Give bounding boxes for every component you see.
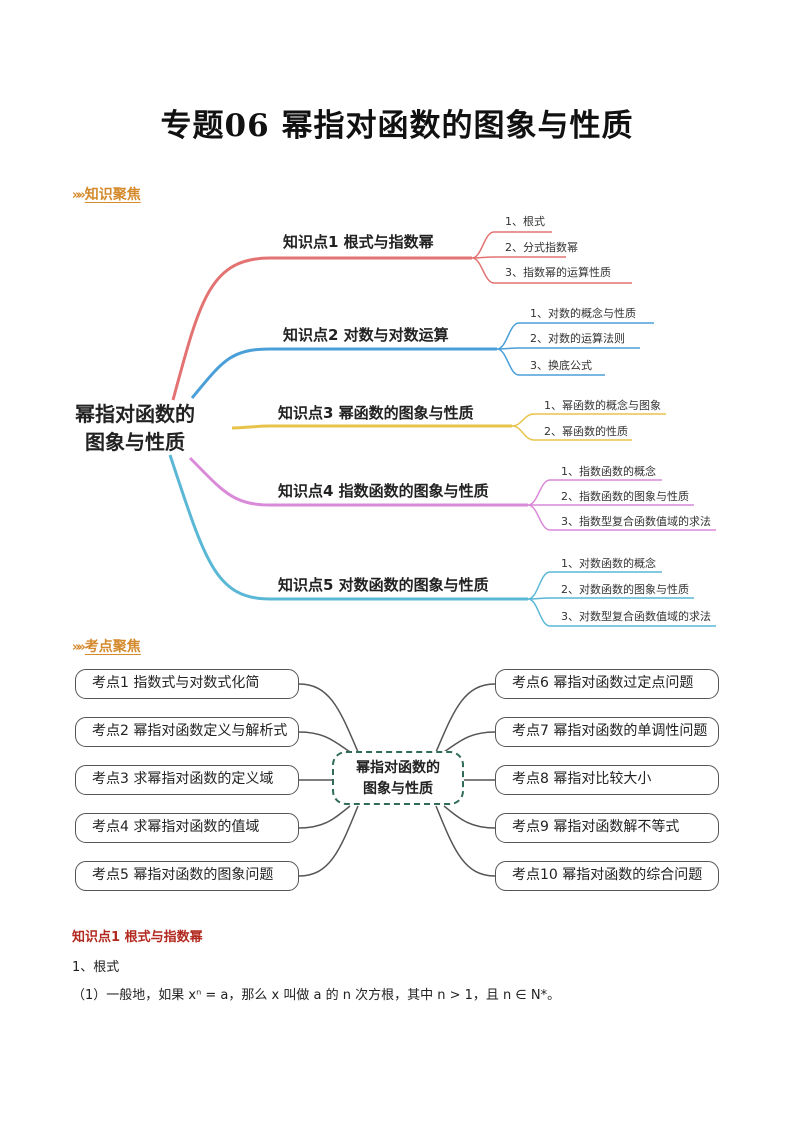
- leaf-5-3: 3、对数型复合函数值域的求法: [561, 610, 711, 623]
- leaf-3-1: 1、幂函数的概念与图象: [544, 399, 661, 412]
- knowledge-point-4: 知识点4 指数函数的图象与性质: [278, 482, 489, 500]
- branch3-curve: [231, 424, 512, 430]
- leaf-2-2: 2、对数的运算法则: [530, 332, 625, 345]
- kaodian-box-2: 考点2 幂指对函数定义与解析式: [75, 717, 299, 747]
- kaodian-box-7: 考点7 幂指对函数的单调性问题: [495, 717, 719, 747]
- leaf-1-3: 3、指数幂的运算性质: [505, 266, 611, 279]
- leaf-5-1: 1、对数函数的概念: [561, 557, 656, 570]
- branch4-curve: [188, 456, 528, 507]
- kaodian-box-10: 考点10 幂指对函数的综合问题: [495, 861, 719, 891]
- branch2-fork: [496, 322, 654, 376]
- leaf-4-3: 3、指数型复合函数值域的求法: [561, 515, 711, 528]
- section-header-kaodian: »»考点聚焦: [72, 639, 141, 655]
- leaf-2-1: 1、对数的概念与性质: [530, 307, 636, 320]
- branch5-fork: [527, 571, 716, 627]
- branch1-curve: [171, 256, 472, 401]
- branch3-fork: [511, 413, 666, 441]
- kaodian-connectors: [298, 683, 496, 877]
- leaf-4-1: 1、指数函数的概念: [561, 465, 656, 478]
- content-heading: 知识点1 根式与指数幂: [72, 930, 203, 945]
- kaodian-box-8: 考点8 幂指对比较大小: [495, 765, 719, 795]
- branch4-fork: [527, 479, 716, 531]
- content-line-1: 1、根式: [72, 960, 120, 975]
- kaodian-box-9: 考点9 幂指对函数解不等式: [495, 813, 719, 843]
- kaodian-box-6: 考点6 幂指对函数过定点问题: [495, 669, 719, 699]
- content-line-2: （1）一般地，如果 xⁿ = a，那么 x 叫做 a 的 n 次方根，其中 n …: [72, 988, 561, 1003]
- knowledge-point-1: 知识点1 根式与指数幂: [283, 233, 434, 251]
- branch2-curve: [190, 347, 497, 399]
- mindmap-root: 幂指对函数的 图象与性质: [75, 402, 195, 454]
- leaf-3-2: 2、幂函数的性质: [544, 425, 628, 438]
- leaf-5-2: 2、对数函数的图象与性质: [561, 583, 689, 596]
- knowledge-point-2: 知识点2 对数与对数运算: [283, 326, 449, 344]
- leaf-2-3: 3、换底公式: [530, 359, 592, 372]
- kaodian-box-1: 考点1 指数式与对数式化简: [75, 669, 299, 699]
- kaodian-center: 幂指对函数的 图象与性质: [332, 751, 464, 805]
- double-chevron-icon: »»: [72, 188, 86, 203]
- knowledge-point-3: 知识点3 幂函数的图象与性质: [278, 404, 474, 422]
- leaf-1-1: 1、根式: [505, 215, 545, 228]
- branch5-curve: [168, 454, 528, 601]
- kaodian-box-5: 考点5 幂指对函数的图象问题: [75, 861, 299, 891]
- section-header-knowledge: »»知识聚焦: [72, 187, 141, 203]
- knowledge-point-5: 知识点5 对数函数的图象与性质: [278, 576, 489, 594]
- kaodian-box-4: 考点4 求幂指对函数的值域: [75, 813, 299, 843]
- leaf-1-2: 2、分式指数幂: [505, 241, 578, 254]
- leaf-4-2: 2、指数函数的图象与性质: [561, 490, 689, 503]
- branch1-fork: [471, 231, 632, 284]
- kaodian-box-3: 考点3 求幂指对函数的定义域: [75, 765, 299, 795]
- double-chevron-icon: »»: [72, 640, 86, 655]
- page-title: 专题06 幂指对函数的图象与性质: [160, 108, 634, 144]
